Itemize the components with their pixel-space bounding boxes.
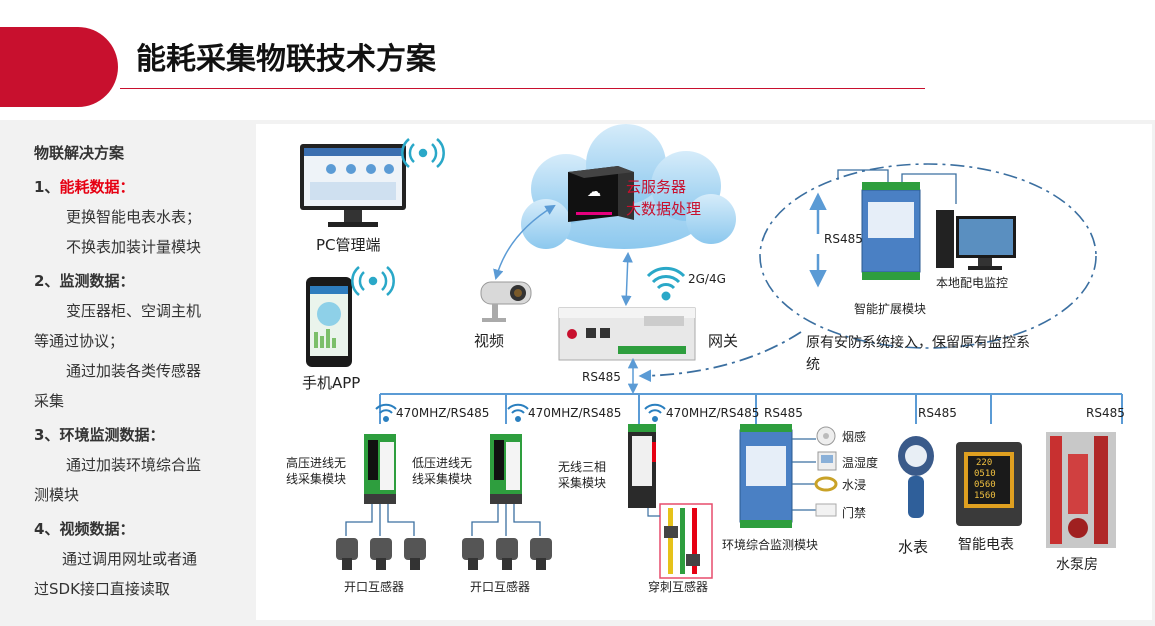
three-phase-label-2: 采集模块 xyxy=(558,476,607,490)
section-line: 通过调用网址或者通 xyxy=(62,550,198,568)
ct-label: 开口互感器 xyxy=(344,580,405,594)
wifi-signal-icon xyxy=(401,138,445,168)
rs485-label: RS485 xyxy=(1086,406,1125,420)
section-video-title: 4、视频数据： xyxy=(34,518,134,539)
meter-reading: 0560 xyxy=(974,480,996,490)
env-module-label: 环境综合监测模块 xyxy=(722,538,819,552)
smoke-sensor-icon xyxy=(816,426,836,446)
svg-text:☁: ☁ xyxy=(587,184,601,200)
video-camera-icon xyxy=(480,281,532,322)
pierce-ct-label: 穿刺互感器 xyxy=(648,580,709,594)
section-line: 变压器柜、空调主机 xyxy=(66,302,202,320)
rs485-label: RS485 xyxy=(824,232,863,246)
high-voltage-label-1: 高压进线无 xyxy=(286,456,347,470)
wifi-2g4g-icon xyxy=(646,266,686,301)
rs485-label: RS485 xyxy=(764,406,803,420)
meter-reading: 1560 xyxy=(974,491,996,501)
header-band xyxy=(0,0,1155,120)
section-title: 能耗数据： xyxy=(59,178,135,196)
title-divider xyxy=(120,88,925,89)
wifi-small-icon xyxy=(644,403,666,422)
section-line: 测模块 xyxy=(34,486,80,504)
sensor-label: 水浸 xyxy=(842,478,867,492)
sensor-label: 烟感 xyxy=(842,430,867,444)
current-transformer-icon xyxy=(462,538,552,570)
section-title: 监测数据： xyxy=(59,272,135,290)
high-voltage-label-2: 线采集模块 xyxy=(286,472,347,486)
environment-module-icon xyxy=(739,424,793,528)
section-line: 通过加装环境综合监 xyxy=(66,456,202,474)
wifi-signal-icon xyxy=(351,266,395,296)
section-line: 不换表加装计量模块 xyxy=(66,238,202,256)
mobile-phone-icon xyxy=(306,277,352,367)
meter-reading: 220 xyxy=(976,458,993,468)
section-line: 过SDK接口直接读取 xyxy=(34,580,170,598)
app-label: 手机APP xyxy=(302,374,361,392)
low-voltage-module-icon xyxy=(490,434,522,504)
three-phase-module-icon xyxy=(628,424,656,508)
access-control-icon xyxy=(815,503,837,517)
section-energy-title: 1、能耗数据： xyxy=(34,176,134,197)
three-phase-label-1: 无线三相 xyxy=(558,460,607,474)
high-voltage-module-icon xyxy=(364,434,396,504)
wifi-small-icon xyxy=(375,403,397,422)
security-note: 原有安防系统接入，保留原有监控系 xyxy=(806,335,1030,351)
low-voltage-label-1: 低压进线无 xyxy=(412,456,473,470)
section-env-title: 3、环境监测数据： xyxy=(34,424,164,445)
pc-label: PC管理端 xyxy=(316,236,381,254)
section-line: 通过加装各类传感器 xyxy=(66,362,202,380)
water-meter-label: 水表 xyxy=(898,538,929,556)
expansion-module-icon xyxy=(861,182,921,280)
smart-meter-label: 智能电表 xyxy=(958,537,1014,553)
humidity-sensor-icon xyxy=(817,451,837,471)
current-transformer-icon xyxy=(336,538,426,570)
gateway-label: 网关 xyxy=(708,332,739,350)
pump-room-icon xyxy=(1046,432,1116,548)
cloud-server-icon: ☁ xyxy=(521,124,736,249)
pierce-transformer-icon xyxy=(659,503,713,579)
wireless-label: 470MHZ/RS485 xyxy=(528,406,622,420)
smart-meter-icon xyxy=(956,442,1022,526)
meter-reading: 0510 xyxy=(974,469,996,479)
diagram-graphics: ☁ xyxy=(300,124,1123,579)
video-label: 视频 xyxy=(474,332,505,350)
desktop-computer-icon xyxy=(936,210,1016,270)
water-leak-sensor-icon xyxy=(814,476,838,492)
section-number: 4、 xyxy=(34,520,60,538)
low-voltage-label-2: 线采集模块 xyxy=(412,472,473,486)
sensor-label: 温湿度 xyxy=(842,456,879,470)
section-number: 3、 xyxy=(34,426,60,444)
wireless-label: 470MHZ/RS485 xyxy=(396,406,490,420)
section-line: 更换智能电表水表； xyxy=(66,208,202,226)
water-meter-icon xyxy=(898,436,934,518)
gateway-device-icon xyxy=(558,307,696,361)
ct-label: 开口互感器 xyxy=(470,580,531,594)
wireless-label: 470MHZ/RS485 xyxy=(666,406,760,420)
pump-room-label: 水泵房 xyxy=(1056,557,1098,573)
section-line: 等通过协议； xyxy=(34,332,125,350)
title-accent-tab xyxy=(0,27,118,107)
solution-heading: 物联解决方案 xyxy=(34,144,125,162)
local-monitor-label: 本地配电监控 xyxy=(936,276,1009,290)
sensor-label: 门禁 xyxy=(842,506,867,520)
cloud-label-line1: 云服务器 xyxy=(626,178,687,196)
expansion-module-label: 智能扩展模块 xyxy=(854,302,927,316)
section-line: 采集 xyxy=(34,392,65,410)
rs485-label: RS485 xyxy=(582,370,621,384)
wifi-small-icon xyxy=(507,403,529,422)
page-title: 能耗采集物联技术方案 xyxy=(136,42,436,77)
pc-monitor-icon xyxy=(300,144,406,227)
section-monitor-title: 2、监测数据： xyxy=(34,270,134,291)
section-title: 环境监测数据： xyxy=(59,426,165,444)
cloud-label-line2: 大数据处理 xyxy=(626,200,702,218)
section-title: 视频数据： xyxy=(59,520,135,538)
security-note-cont: 统 xyxy=(806,357,820,373)
rs485-label: RS485 xyxy=(918,406,957,420)
section-number: 1、 xyxy=(34,178,60,196)
network-label: 2G/4G xyxy=(688,272,726,286)
iot-architecture-diagram: ☁ xyxy=(256,124,1152,620)
section-number: 2、 xyxy=(34,272,60,290)
